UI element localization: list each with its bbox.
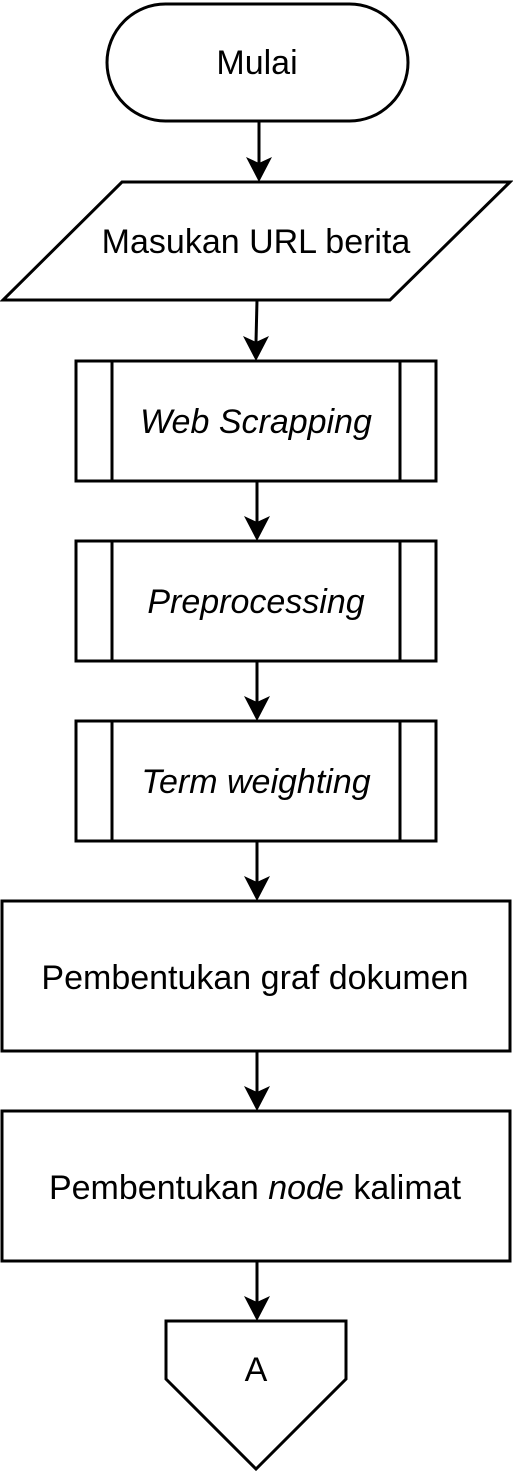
sentence-node-process: Pembentukan node kalimat — [0, 1109, 512, 1263]
start-terminator: Mulai — [105, 2, 410, 123]
web-scrapping-shape — [74, 359, 438, 483]
input-parallelogram: Masukan URL berita — [0, 180, 513, 302]
sentence-node-label-emph: node — [268, 1169, 344, 1207]
arrow-input-to-web-scrapping — [243, 299, 269, 361]
start-label: Mulai — [216, 44, 297, 82]
arrow-start-to-input — [246, 121, 272, 182]
preprocessing-shape — [74, 539, 438, 663]
graph-building-label: Pembentukan graf dokumen — [41, 959, 468, 997]
arrow-graph-building-to-sentence-node — [244, 1051, 270, 1111]
arrow-sentence-node-to-connector — [244, 1261, 270, 1321]
off-page-connector: A — [164, 1319, 348, 1472]
connector-shape — [164, 1319, 348, 1472]
sentence-node-label-suffix: kalimat — [344, 1169, 462, 1207]
web-scrapping-label: Web Scrapping — [140, 403, 372, 441]
term-weighting-process: Term weighting — [74, 719, 438, 843]
input-label: Masukan URL berita — [102, 223, 411, 261]
arrow-preprocessing-to-term-weighting — [244, 661, 270, 721]
preprocessing-label: Preprocessing — [147, 583, 364, 621]
web-scrapping-process: Web Scrapping — [74, 359, 438, 483]
arrow-web-scrapping-to-preprocessing — [244, 481, 270, 541]
input-shape — [0, 180, 513, 302]
sentence-node-shape — [0, 1109, 512, 1263]
term-weighting-label: Term weighting — [141, 763, 370, 801]
sentence-node-label: Pembentukan node kalimat — [49, 1169, 462, 1207]
preprocessing-process: Preprocessing — [74, 539, 438, 663]
arrow-term-weighting-to-graph-building — [244, 841, 270, 901]
connector-label: A — [245, 1351, 268, 1389]
graph-building-process: Pembentukan graf dokumen — [0, 899, 512, 1053]
sentence-node-label-prefix: Pembentukan — [49, 1169, 268, 1207]
term-weighting-shape — [74, 719, 438, 843]
